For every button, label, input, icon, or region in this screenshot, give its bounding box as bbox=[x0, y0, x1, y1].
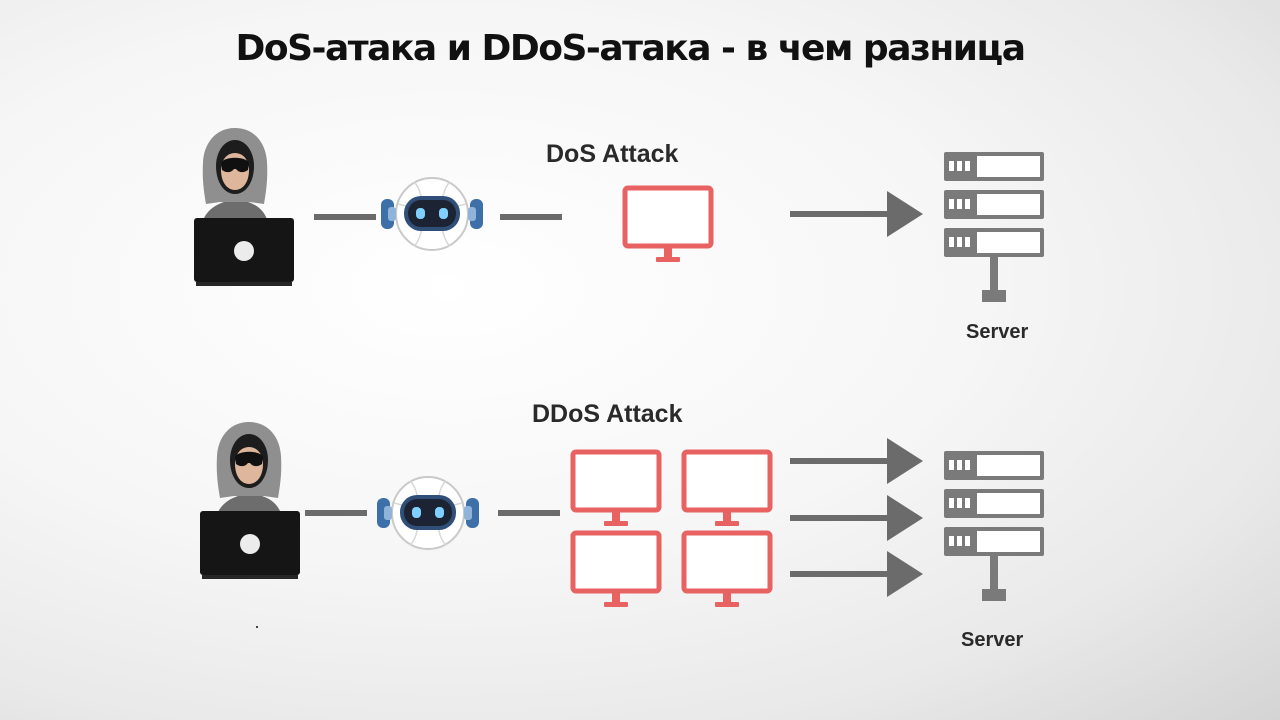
robot-bot-icon bbox=[376, 476, 480, 550]
robot-bot-icon bbox=[380, 177, 484, 251]
ddos-attack-label: DDoS Attack bbox=[532, 400, 683, 428]
connector-line bbox=[500, 214, 562, 220]
computer-monitor-icon bbox=[682, 531, 774, 611]
arrow-right-icon bbox=[790, 191, 923, 237]
arrow-right-icon bbox=[790, 438, 923, 484]
computer-monitor-icon bbox=[571, 531, 663, 611]
computer-monitor-icon bbox=[571, 450, 663, 530]
connector-line bbox=[305, 510, 367, 516]
server-rack-icon bbox=[944, 152, 1044, 302]
dos-attack-label: DoS Attack bbox=[546, 140, 679, 168]
page-title: DoS-атака и DDoS-атака - в чем разница bbox=[235, 28, 1026, 69]
laptop-icon bbox=[200, 511, 300, 579]
laptop-icon bbox=[194, 218, 294, 286]
computer-monitor-icon bbox=[623, 186, 715, 266]
server-label: Server bbox=[966, 321, 1029, 343]
connector-line bbox=[498, 510, 560, 516]
stray-dot bbox=[256, 626, 258, 628]
server-rack-icon bbox=[944, 451, 1044, 601]
arrow-right-icon bbox=[790, 495, 923, 541]
arrow-right-icon bbox=[790, 551, 923, 597]
connector-line bbox=[314, 214, 376, 220]
server-label: Server bbox=[961, 629, 1024, 651]
computer-monitor-icon bbox=[682, 450, 774, 530]
